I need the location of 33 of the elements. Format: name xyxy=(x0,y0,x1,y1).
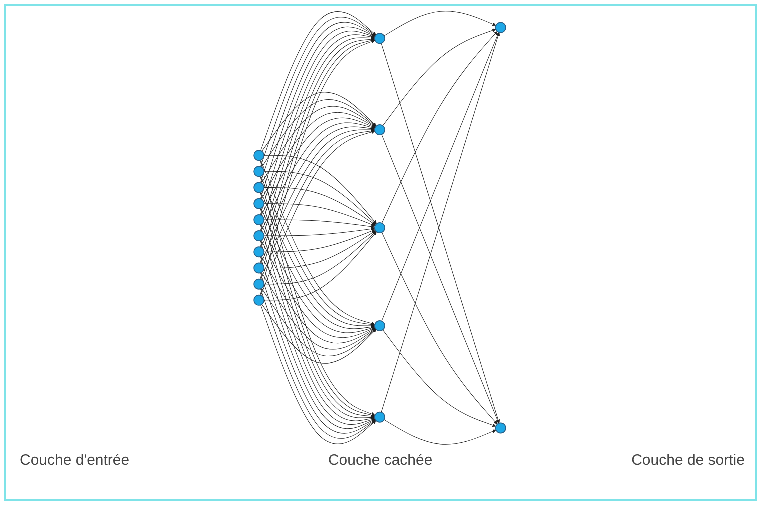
arrow xyxy=(382,28,496,126)
arrow xyxy=(262,92,377,152)
arrow xyxy=(382,134,500,424)
arrow xyxy=(261,256,376,344)
arrow xyxy=(264,230,376,268)
arrow xyxy=(384,420,496,445)
arrow xyxy=(264,220,376,229)
arrow xyxy=(382,31,498,224)
arrow xyxy=(264,188,376,226)
arrow xyxy=(262,304,377,364)
arrow xyxy=(264,227,376,236)
arrow xyxy=(261,118,376,216)
arrow xyxy=(261,122,376,232)
layer-label: Couche cachée xyxy=(328,452,433,469)
arrow xyxy=(264,204,376,227)
arrow xyxy=(264,231,376,285)
arrow xyxy=(382,330,496,428)
arrow xyxy=(264,155,377,224)
arrow xyxy=(264,171,376,225)
arrow xyxy=(261,106,376,184)
arrow xyxy=(261,272,376,350)
arrow xyxy=(261,240,376,338)
layer-label: Couche de sortie xyxy=(632,452,745,469)
arrow xyxy=(264,229,376,252)
arrow xyxy=(261,224,376,334)
arrow xyxy=(264,232,377,301)
arrow xyxy=(382,232,498,425)
arrow xyxy=(262,288,376,357)
arrow xyxy=(262,99,376,168)
arrow xyxy=(384,11,496,36)
arrow xyxy=(382,32,500,322)
arrow xyxy=(261,112,376,200)
layer-label: Couche d'entrée xyxy=(20,452,130,469)
